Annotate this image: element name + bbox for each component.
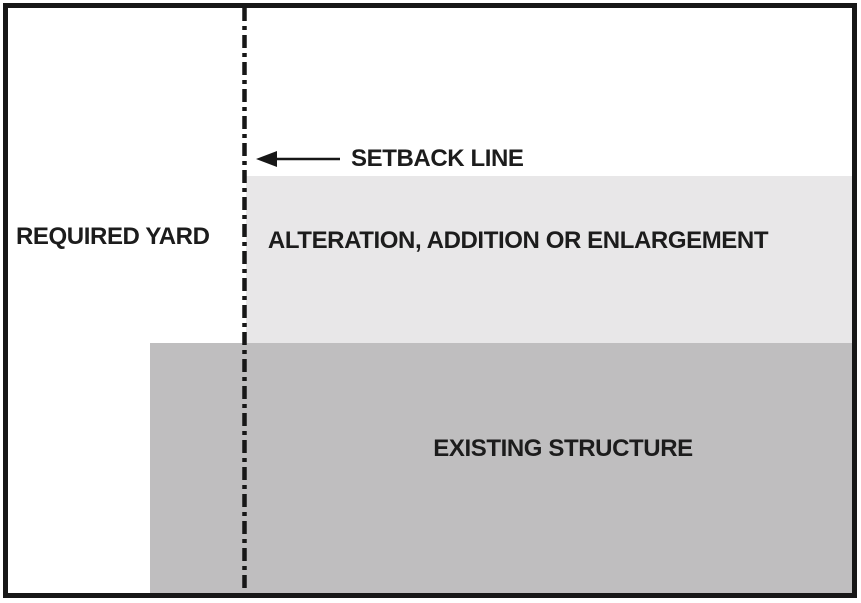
setback-line-label: SETBACK LINE [351,145,524,172]
required-yard-label: REQUIRED YARD [16,223,210,250]
existing-structure-region [150,343,852,593]
alteration-region [246,176,852,343]
existing-structure-label: EXISTING STRUCTURE [433,435,693,462]
alteration-region-label: ALTERATION, ADDITION OR ENLARGEMENT [267,227,769,254]
